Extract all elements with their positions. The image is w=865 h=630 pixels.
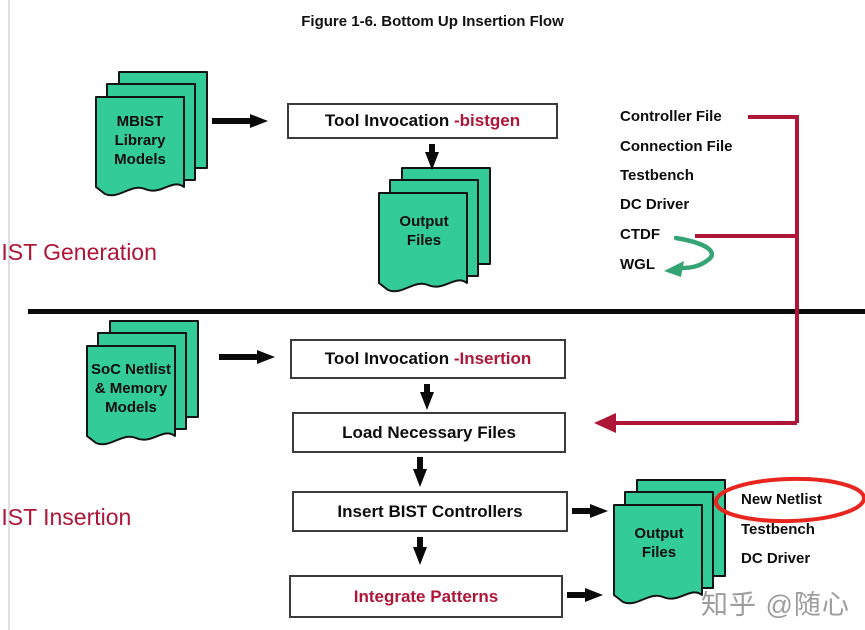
output-files-top-label: Output Files bbox=[379, 212, 469, 250]
output-bottom-line1: Output bbox=[634, 525, 684, 542]
mbist-stack-label: MBIST Library Models bbox=[96, 112, 184, 170]
file-item-dc-driver-bottom: DC Driver bbox=[741, 550, 811, 567]
load-necessary-files-box: Load Necessary Files bbox=[292, 412, 566, 453]
file-item-wgl: WGL bbox=[620, 256, 655, 273]
integrate-patterns-box: Integrate Patterns bbox=[289, 575, 563, 618]
file-feedback-connector bbox=[594, 115, 799, 433]
output-bottom-line2: Files bbox=[641, 544, 677, 562]
box-text: Tool Invocation bbox=[324, 349, 454, 368]
section-label-bist-generation: BIST Generation bbox=[0, 239, 157, 265]
box-highlight-text: Integrate Patterns bbox=[353, 587, 499, 606]
figure-title: Figure 1-6. Bottom Up Insertion Flow bbox=[301, 13, 564, 30]
box-text: Tool Invocation bbox=[324, 111, 454, 130]
output-files-bottom-label: Output Files bbox=[614, 524, 704, 562]
box-highlight-text: -Insertion bbox=[453, 349, 532, 368]
box-text: Load Necessary Files bbox=[342, 423, 516, 442]
watermark: 知乎 @随心 bbox=[701, 590, 850, 620]
mbist-line2: Library bbox=[114, 132, 166, 150]
ctdf-to-wgl-arrow bbox=[664, 235, 715, 277]
box-text: Insert BIST Controllers bbox=[337, 502, 523, 521]
file-item-testbench-bottom: Testbench bbox=[741, 521, 815, 538]
soc-stack-label: SoC Netlist & Memory Models bbox=[84, 360, 178, 418]
highlight-ellipse-icon bbox=[714, 476, 865, 524]
file-item-dc-driver: DC Driver bbox=[620, 196, 690, 213]
tool-invocation-insertion-box: Tool Invocation -Insertion bbox=[290, 339, 566, 379]
section-label-bist-insertion: BIST Insertion bbox=[0, 504, 132, 530]
arrow-left-icon-green bbox=[664, 261, 684, 277]
soc-line2: & Memory bbox=[94, 380, 168, 398]
file-item-new-netlist: New Netlist bbox=[741, 491, 822, 508]
page-edge-line bbox=[8, 0, 10, 630]
output-top-line1: Output bbox=[399, 213, 449, 230]
connector-line bbox=[612, 115, 799, 425]
insert-bist-controllers-box: Insert BIST Controllers bbox=[292, 491, 568, 532]
section-divider-line bbox=[28, 309, 865, 314]
box-highlight-text: -bistgen bbox=[453, 111, 521, 130]
file-item-ctdf: CTDF bbox=[620, 226, 660, 243]
mbist-line3: Models bbox=[114, 151, 166, 169]
file-item-connection-file: Connection File bbox=[620, 138, 733, 155]
arrow-left-icon-red bbox=[594, 413, 616, 433]
tool-invocation-bistgen-box: Tool Invocation -bistgen bbox=[287, 103, 558, 139]
flow-arrows bbox=[212, 114, 608, 602]
output-top-line2: Files bbox=[406, 232, 442, 250]
file-item-testbench: Testbench bbox=[620, 167, 694, 184]
curve-arrow-green bbox=[673, 235, 715, 271]
file-item-controller-file: Controller File bbox=[620, 108, 722, 125]
soc-line1: SoC Netlist bbox=[90, 361, 171, 378]
soc-line3: Models bbox=[105, 399, 157, 417]
mbist-line1: MBIST bbox=[116, 113, 164, 130]
